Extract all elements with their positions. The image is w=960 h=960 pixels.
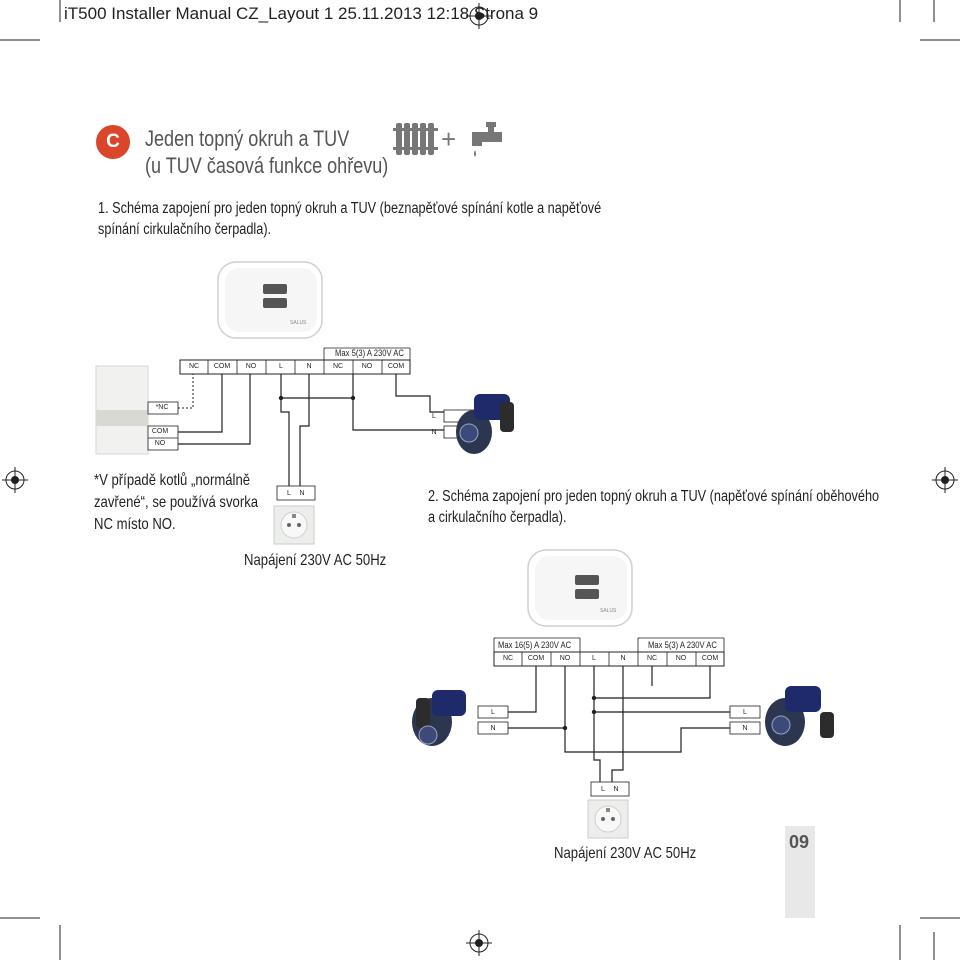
d2-terminal-com2: COM [701, 655, 719, 662]
svg-text:SALUS: SALUS [290, 320, 307, 326]
d2-max-label-right: Max 5(3) A 230V AC [648, 640, 717, 650]
boiler-terminal-com: COM [151, 428, 169, 435]
thermostat-device-2: SALUS [527, 549, 633, 627]
d1-terminal-nc: NC [188, 363, 200, 370]
section-title-line2: (u TUV časová funkce ohřevu) [145, 153, 389, 178]
section-title-line1: Jeden topný okruh a TUV [145, 126, 350, 151]
d2-terminal-no: NO [559, 655, 571, 662]
d1-max-label: Max 5(3) A 230V AC [335, 348, 404, 358]
d2-terminal-l: L [592, 655, 596, 662]
pump1-terminal-l: L [432, 413, 436, 420]
section-badge: C [96, 125, 130, 159]
diagram2-description-line1: 2. Schéma zapojení pro jeden topný okruh… [428, 488, 880, 505]
diagram1-description: 1. Schéma zapojení pro jeden topný okruh… [98, 198, 712, 240]
power-label-1: Napájení 230V AC 50Hz [244, 552, 417, 570]
thermostat-device-1: SALUS [217, 261, 323, 339]
footnote-line2: zavřené“, se používá svorka [94, 494, 259, 511]
power-socket-1 [273, 485, 316, 545]
power-label-1-text: Napájení 230V AC 50Hz [244, 552, 387, 569]
pump2-left-terminal-l: L [491, 709, 495, 716]
socket2-terminal-l: L [601, 786, 605, 793]
diagram2-description: 2. Schéma zapojení pro jeden topný okruh… [428, 486, 960, 528]
socket1-terminal-n: N [299, 490, 305, 497]
boiler-unit [95, 365, 179, 455]
boiler-terminal-nc: *NC [155, 404, 169, 411]
file-header: iT500 Installer Manual CZ_Layout 1 25.11… [64, 4, 539, 23]
svg-text:SALUS: SALUS [600, 608, 617, 614]
pump2-right-terminal-l: L [743, 709, 747, 716]
socket1-terminal-l: L [287, 490, 291, 497]
page-number: 09 [789, 832, 810, 852]
radiator-icon [393, 123, 438, 155]
d2-max-label-left: Max 16(5) A 230V AC [498, 640, 572, 650]
d1-terminal-no: NO [245, 363, 257, 370]
diagram2-description-line2: a cirkulačního čerpadla). [428, 509, 567, 526]
circulation-pump-2-left [412, 690, 509, 746]
footnote: *V případě kotlů „normálně zavřené“, se … [94, 470, 294, 536]
d1-terminal-n: N [306, 363, 312, 370]
d1-terminal-l: L [279, 363, 283, 370]
pump1-terminal-n: N [431, 429, 437, 436]
socket2-terminal-n: N [613, 786, 619, 793]
plus-sign: + [441, 124, 457, 154]
diagram1-description-line1: 1. Schéma zapojení pro jeden topný okruh… [98, 200, 602, 217]
section-title: Jeden topný okruh a TUV (u TUV časová fu… [145, 125, 442, 179]
footnote-line1: *V případě kotlů „normálně [94, 472, 251, 489]
diagram1-description-line2: spínání cirkulačního čerpadla). [98, 221, 272, 238]
d2-terminal-com: COM [527, 655, 545, 662]
d2-terminal-nc2: NC [646, 655, 658, 662]
d1-terminal-nc2: NC [332, 363, 344, 370]
pump2-left-terminal-n: N [490, 725, 496, 732]
d2-terminal-no2: NO [675, 655, 687, 662]
footnote-line3: NC místo NO. [94, 516, 176, 533]
water-tap-icon [472, 122, 502, 157]
d2-terminal-n: N [620, 655, 626, 662]
d1-terminal-no2: NO [361, 363, 373, 370]
pump2-right-terminal-n: N [742, 725, 748, 732]
power-label-2-text: Napájení 230V AC 50Hz [554, 845, 697, 862]
d1-terminal-com2: COM [387, 363, 405, 370]
page-number-tab [785, 826, 815, 918]
power-label-2: Napájení 230V AC 50Hz [554, 845, 727, 863]
boiler-terminal-no: NO [154, 440, 166, 447]
circulation-pump-1 [443, 394, 514, 454]
d2-terminal-nc: NC [502, 655, 514, 662]
circulation-pump-2-right [729, 686, 834, 746]
power-socket-2 [587, 781, 630, 839]
d1-terminal-com: COM [213, 363, 231, 370]
